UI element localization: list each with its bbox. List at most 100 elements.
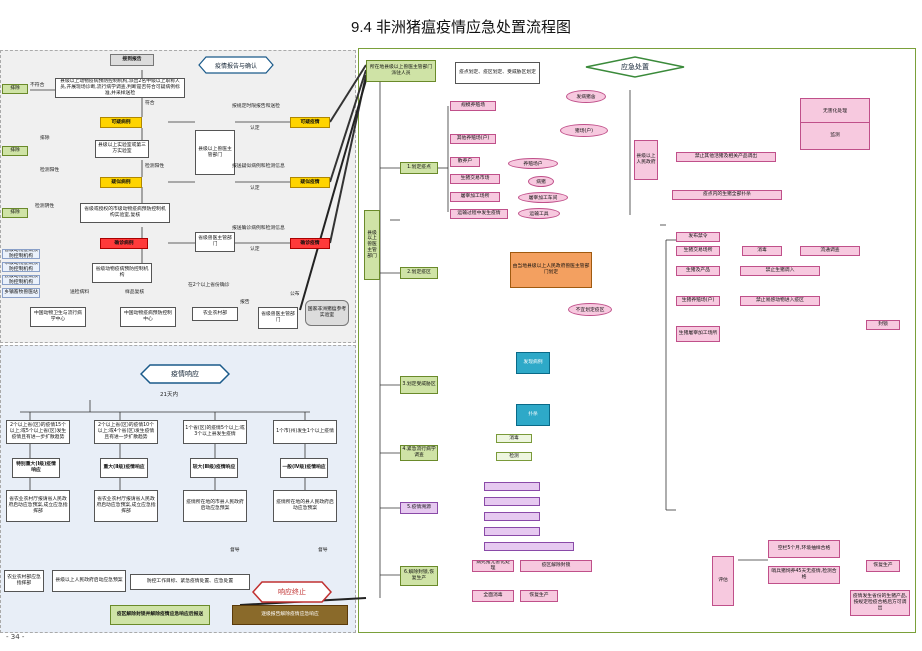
page-title: 9.4 非洲猪瘟疫情应急处置流程图 xyxy=(350,19,572,36)
step-5-box: 5.疫情溯源 xyxy=(400,502,438,514)
china-center-box: 中国动物卫生与流行病学中心 xyxy=(30,307,86,327)
prov-org-box: 县级以上人民政府启动应急预案 xyxy=(52,570,126,592)
level-1-name: 特别重大(Ⅰ级)疫情响应 xyxy=(12,458,60,478)
r-right-4: 流通调查 xyxy=(800,246,860,256)
level-4-name: 一般(Ⅳ级)疫情响应 xyxy=(280,458,328,478)
r-right-1: 无害化处理 xyxy=(800,98,870,126)
left-top-pane xyxy=(0,50,356,343)
supervise-label-1: 督导 xyxy=(230,548,240,553)
not-meet-label: 不符合 xyxy=(30,83,45,88)
level-3-name: 较大(Ⅲ级)疫情响应 xyxy=(190,458,238,478)
positive2-label: 检测阳性 xyxy=(40,168,60,173)
county-gov-box: 县级以上兽医主管部门 xyxy=(364,210,380,280)
r-col-4: 生猪养殖场(户) xyxy=(676,296,720,306)
trace-2 xyxy=(484,497,540,506)
bot-note-4: 恢复生产 xyxy=(520,590,558,602)
step-6-box: 6.解除封锁,恢复生产 xyxy=(400,566,438,586)
confirmed-report-box: 确诊疫情 xyxy=(290,238,330,249)
meet-label: 符合 xyxy=(145,101,155,106)
side-box-2: 市级动物疫病预防控制机构 xyxy=(2,262,40,272)
response-header-text: 疫情响应 xyxy=(171,370,199,378)
confirm-label-2: 认定 xyxy=(250,186,260,191)
r-top-4: 禁止易感动物进入疫区 xyxy=(740,296,820,306)
confirm-label-3: 认定 xyxy=(250,247,260,252)
recheck-negative-label: 检测阴性 xyxy=(35,204,55,209)
bot-note-2: 全面消毒 xyxy=(472,590,514,602)
page-number: - 34 - xyxy=(6,633,25,641)
sample-label: 送检病料 xyxy=(70,290,90,295)
end-note-box-2: 逐级报告解除疫情应急响应 xyxy=(232,605,348,625)
s1-mid-2: 猪场(户) xyxy=(560,124,608,137)
s1-item-6: 运输过程中发生疫情 xyxy=(450,209,508,219)
s1-mid-5: 屠宰加工车间 xyxy=(518,192,568,203)
submit-sample-label: 样品复核 xyxy=(125,290,145,295)
result2-box: 哨兵猪饲养45天无疫情,检测合格 xyxy=(768,566,840,584)
result-box: 空栏5个月,环境抽样合格 xyxy=(768,540,840,558)
report-confirm-header-text: 疫情报告与确认 xyxy=(214,62,257,70)
national-lab-box: 国家非洲猪瘟参考实验室 xyxy=(305,300,349,326)
provincial-lab-box: 省级或授权的市级动物疫病预防控制机构实验室,复核 xyxy=(80,203,170,223)
r-col-5: 生猪屠宰加工场所 xyxy=(676,326,720,342)
exclude-box-3: 排除 xyxy=(2,208,28,218)
supervise-label-2: 督导 xyxy=(318,548,328,553)
s1-item-4: 生猪交易市场 xyxy=(450,174,500,184)
prevent-box: 防控工作目标、紧急疫情处置、应急处置 xyxy=(130,574,250,590)
s1-item-3: 散养户 xyxy=(450,157,480,167)
s3-item-1: 发现病例 xyxy=(516,352,550,374)
r-top-2: 疫点内的生猪全部扑杀 xyxy=(672,190,782,200)
s2-circle: 不宜划定疫区 xyxy=(568,303,612,316)
top-note-box: 所在地县级以上兽医主管部门派驻人员 xyxy=(366,60,436,82)
assess-box: 评估 xyxy=(712,556,734,606)
trace-4 xyxy=(484,527,540,536)
side-box-3: 县级动物疫病预防控制机构 xyxy=(2,275,40,285)
step-1-box: 1.划定疫点 xyxy=(400,162,438,174)
end-header-text: 响应终止 xyxy=(278,588,306,596)
r-right-2: 监测 xyxy=(800,122,870,150)
final-box: 疫情发生省份的生猪产品,按规定检疫合格后方可调出 xyxy=(850,590,910,616)
end-note-box-1: 疫区解除封锁并解除疫情应急响应后报送 xyxy=(110,605,210,625)
r-right-3: 消毒 xyxy=(742,246,782,256)
suspect-report-box: 可疑疫情 xyxy=(290,117,330,128)
level-3-cond: 1个省(区)的疫情5个以上;或3个以上县发生疫情 xyxy=(183,420,247,444)
handling-header-text: 应急处置 xyxy=(621,63,649,71)
gov-vet-box: 县级以上兽医主管部门 xyxy=(195,130,235,175)
county-lab-box: 县级以上实验室或第三方实验室 xyxy=(95,140,149,158)
step-2-box: 2.划定疫区 xyxy=(400,267,438,279)
step-4-box: 4.紧急流行病学调查 xyxy=(400,445,438,461)
prov-center-box: 省级动物疫病预防控制机构 xyxy=(92,263,152,283)
lab-note-label: 按规定时限报告和送检 xyxy=(232,104,280,109)
positive-label: 检测阳性 xyxy=(145,164,165,169)
s1-mid-3: 养殖场户 xyxy=(508,158,558,169)
level-1-action: 省农业农村厅报请省人民政府启动应急预案,成立应急指挥部 xyxy=(6,490,70,522)
receive-report-box: 接到报告 xyxy=(110,54,154,66)
publish-label: 公布 xyxy=(290,292,300,297)
confirm-label-1: 认定 xyxy=(250,126,260,131)
s3-item-4: 检测 xyxy=(496,452,532,461)
level-2-name: 重大(Ⅱ级)疫情响应 xyxy=(100,458,148,478)
china-cdc-box: 中国动物疫病预防控制中心 xyxy=(120,307,176,327)
step-3-box: 3.划定受威胁区 xyxy=(400,376,438,394)
moa-org-box: 农业农村部应急指挥部 xyxy=(4,570,44,592)
exclude2-label: 排除 xyxy=(40,136,50,141)
s3-item-2: 扑杀 xyxy=(516,404,550,426)
prov-vet-box: 省级兽医主管部门 xyxy=(195,232,235,252)
s1-mid-6: 运输工具 xyxy=(518,208,560,219)
s1-item-1: 规模养殖场 xyxy=(450,101,496,111)
county-response-box: 县级以上动物疫病预防控制机构,派出2名中级以上职称人员,开展现场诊断,流行病学调… xyxy=(55,78,185,98)
report-confirm-header: 疫情报告与确认 xyxy=(198,56,274,74)
top-note2-box: 疫点划定、疫区划定、受威胁区划定 xyxy=(455,62,540,84)
recovery-box: 恢复生产 xyxy=(866,560,900,572)
s1-mid-4: 病猪 xyxy=(528,176,554,187)
r-top-3: 禁止生猪调入 xyxy=(740,266,820,276)
level-3-action: 疫情所在地的市县人民政府启动应急预案 xyxy=(183,490,247,522)
suspected-report-box: 疑似疫情 xyxy=(290,177,330,188)
days-label: 21天内 xyxy=(160,392,178,398)
r-top-1: 禁止其他活猪及相关产品调出 xyxy=(676,152,776,162)
s1-item-2: 其他养殖场(户) xyxy=(450,134,496,144)
level-2-cond: 2个以上省(区)的疫情10个以上;或4个省(区)发生疫情且有进一步扩散趋势 xyxy=(94,420,158,444)
r-col-2: 生猪交易场所 xyxy=(676,246,720,256)
gov-vet2-box: 省级兽医主管部门 xyxy=(258,307,298,329)
side-box-4: 乡镇畜牧兽医站 xyxy=(2,288,40,298)
s3-item-3: 消毒 xyxy=(496,434,532,443)
trace-5 xyxy=(484,542,574,551)
